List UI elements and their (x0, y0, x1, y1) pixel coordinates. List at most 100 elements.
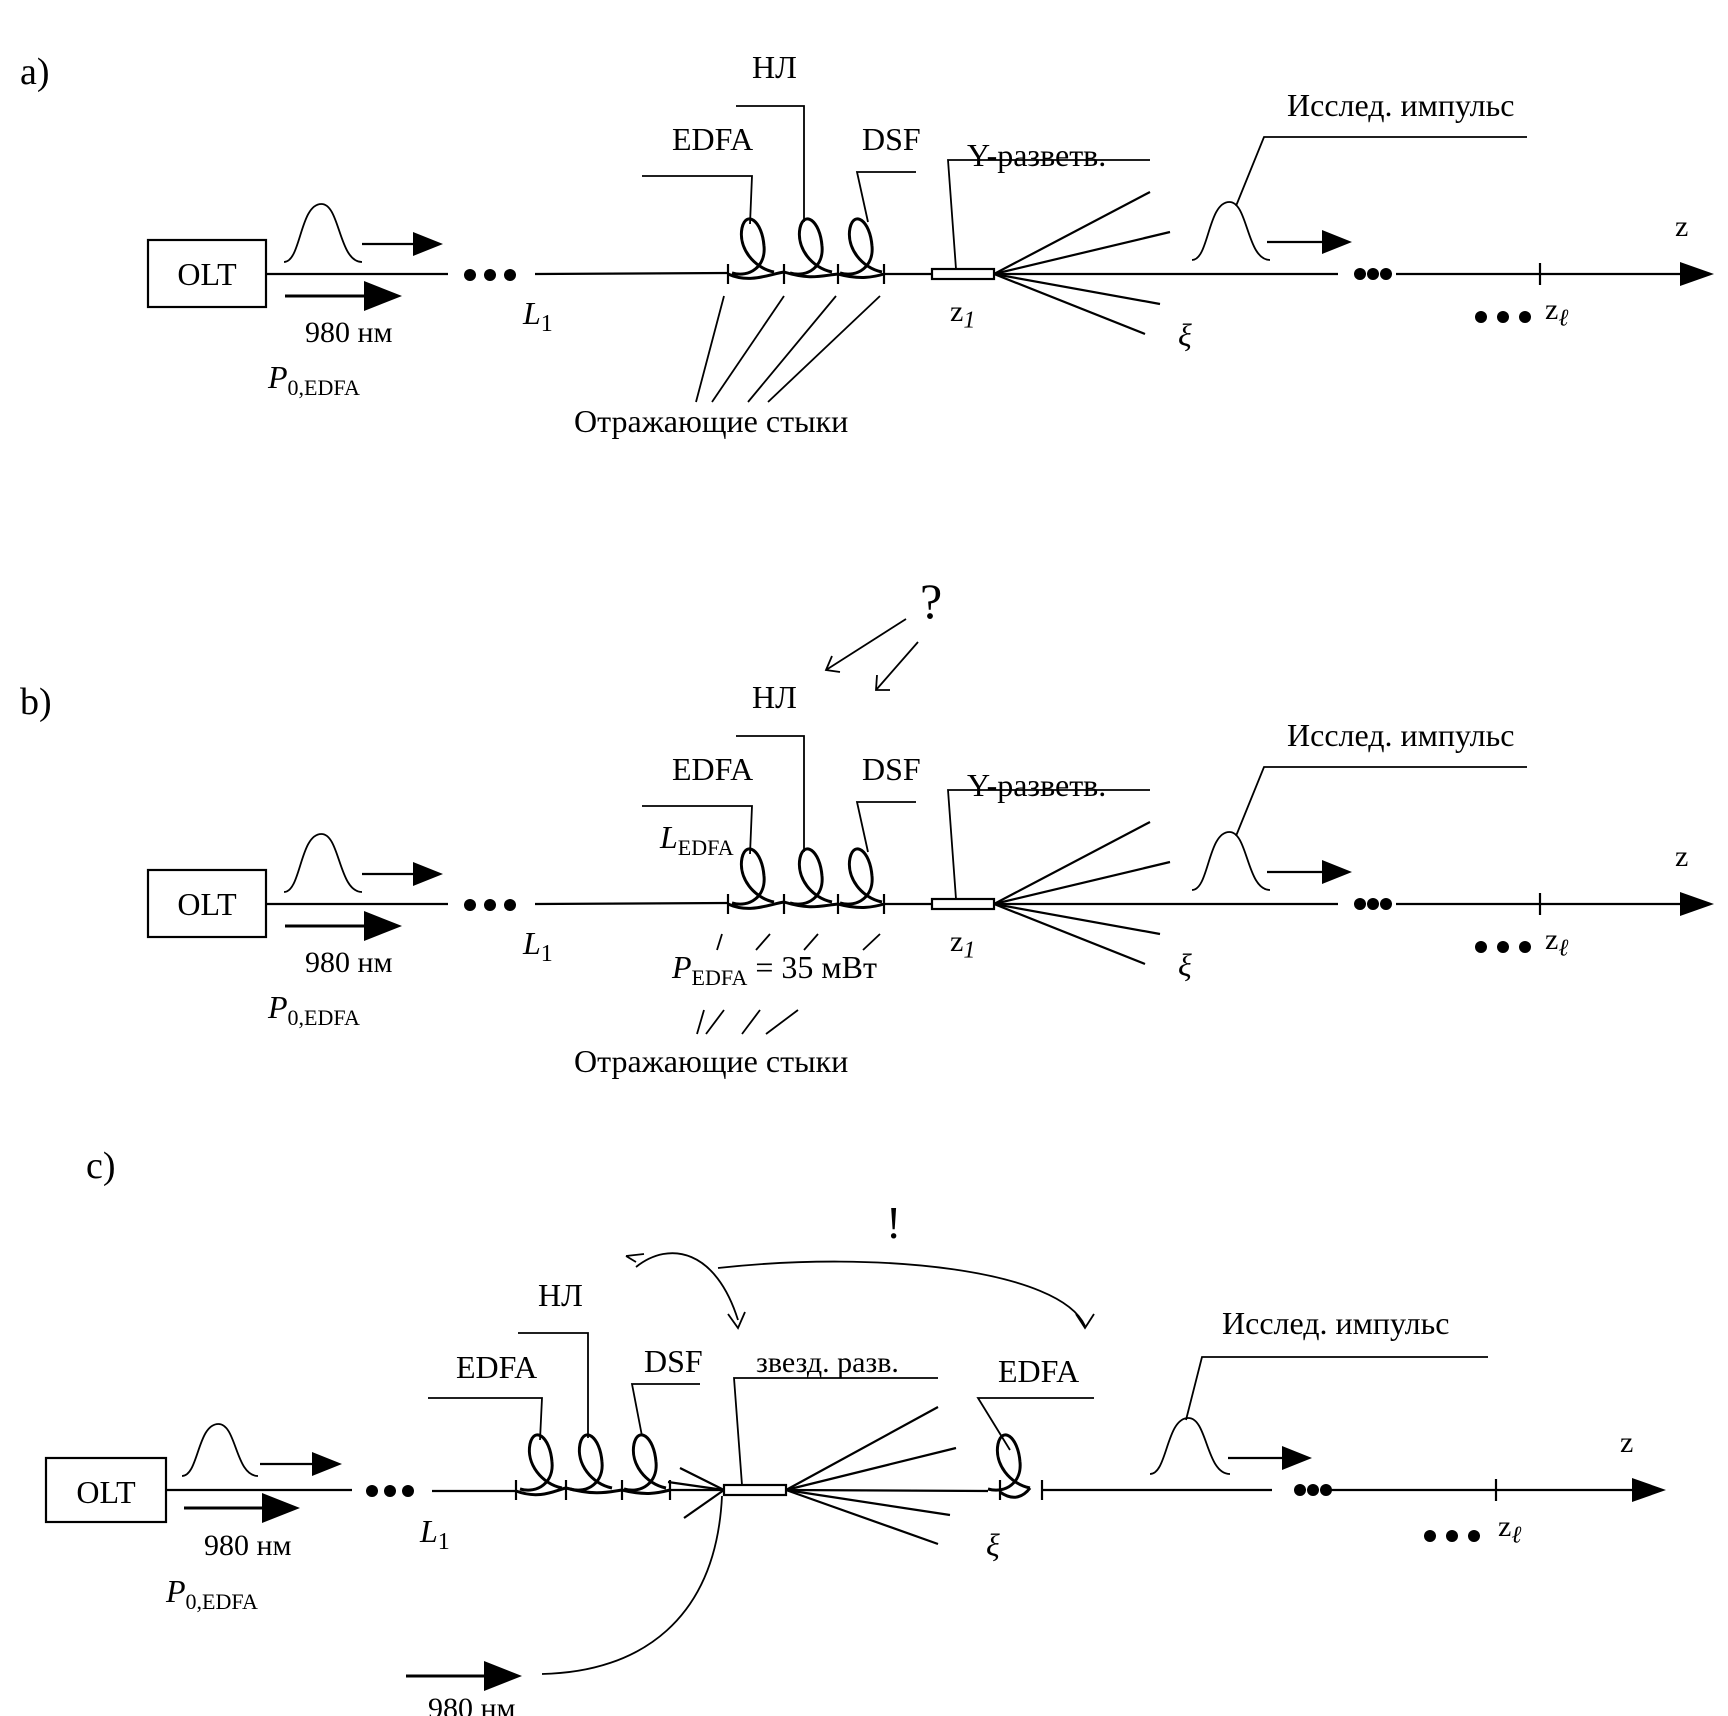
splitter-branch (785, 1406, 939, 1491)
output-ellipsis (1354, 268, 1392, 280)
end-position-label: zℓ (1545, 293, 1568, 332)
question-arrow-2 (875, 641, 919, 691)
span-length-label-main: L (522, 295, 541, 331)
olt-label: OLT (177, 256, 237, 292)
relocation-arrowhead-up (625, 1253, 645, 1263)
splitter-branch (993, 272, 1161, 306)
splitter-input-branch (679, 1467, 725, 1491)
splitter-branch (785, 1488, 951, 1517)
dot (1380, 268, 1392, 280)
amplifier-section (726, 847, 886, 914)
z-axis-arrowhead (1632, 1478, 1666, 1502)
question-mark-label: ? (920, 573, 942, 629)
dot (1307, 1484, 1319, 1496)
arrow-head (364, 281, 402, 311)
joint-pointer-stub (755, 933, 771, 951)
probe-pulse-leader (1185, 1356, 1488, 1421)
hl-label: НЛ (538, 1277, 583, 1313)
question-arrowhead-2 (875, 674, 890, 691)
signal-direction-arrow (362, 232, 443, 256)
dot (1320, 1484, 1332, 1496)
splitter-branch (993, 230, 1171, 276)
pump-power-label-sub: 0,EDFA (288, 375, 360, 400)
splitter-leader (947, 789, 1150, 900)
joint-pointer-stub (716, 933, 723, 951)
olt-block: OLT (146, 238, 268, 309)
edfa-label: EDFA (456, 1349, 537, 1385)
edfa-leader (428, 1397, 543, 1441)
remote-pump-fiber (541, 1495, 723, 1675)
splitter-branch (993, 272, 1146, 336)
input-pulse-icon (283, 203, 363, 263)
edfa-label: EDFA (672, 751, 753, 787)
hl-leader (736, 105, 805, 222)
relocation-arrow-right (717, 1260, 1086, 1327)
relocation-arrows (625, 1252, 1095, 1330)
hl-label: НЛ (752, 49, 797, 85)
coil-fiber (727, 270, 885, 280)
input-pulse-icon (283, 833, 363, 893)
reflective-joints-label: Отражающие стыки (574, 403, 848, 439)
joint-pointer-stub (741, 1009, 761, 1035)
dot (464, 269, 476, 281)
arrow-head (1322, 860, 1352, 884)
exclamation-label: ! (886, 1197, 901, 1248)
dsf-coil-icon (839, 217, 883, 276)
splitter-label: Y-разветв. (967, 137, 1106, 173)
end-position-label-main: z (1498, 1510, 1511, 1543)
hl-leader (518, 1332, 589, 1438)
splitter-branch (993, 821, 1151, 905)
probe-pulse-leader (1235, 766, 1527, 837)
splitter-label: звезд. разв. (756, 1346, 899, 1379)
dot (484, 899, 496, 911)
arrow-head (312, 1452, 342, 1476)
pump-wavelength-label: 980 нм (305, 316, 393, 349)
olt-label: OLT (76, 1474, 136, 1510)
hl-coil-icon (569, 1433, 613, 1492)
remote-edfa-fiber (999, 1487, 1032, 1499)
end-position-label-main: z (1545, 923, 1558, 956)
dot (1367, 898, 1379, 910)
relocation-arrowhead-down (727, 1311, 746, 1330)
remote-edfa-coil-icon (987, 1433, 1031, 1492)
question-arrows (824, 618, 919, 691)
arrow-head (413, 862, 443, 886)
remote-edfa-label: EDFA (998, 1353, 1079, 1389)
remote-pump-wavelength-label: 980 нм (428, 1692, 516, 1716)
dot (1468, 1530, 1480, 1542)
relocation-arrow-left (635, 1252, 739, 1321)
splitter-box (930, 897, 996, 911)
pump-power-label-main: P (267, 359, 288, 395)
dot (1294, 1484, 1306, 1496)
branch-xi-label: ξ (986, 1527, 1000, 1563)
splitter-position-label-main: z (950, 925, 963, 958)
joint-pointer-stub (705, 1009, 725, 1035)
edfa-leader (642, 805, 753, 855)
hl-coil-icon (789, 217, 833, 276)
end-position-label-main: z (1545, 293, 1558, 326)
span-length-label-sub: 1 (541, 311, 553, 337)
feeder-ellipsis (464, 269, 516, 281)
dot (504, 269, 516, 281)
dot (1497, 941, 1509, 953)
pump-power-label: P0,EDFA (267, 359, 360, 400)
probe-pulse-icon (1149, 1417, 1231, 1475)
dot (1367, 268, 1379, 280)
star-splitter: звезд. разв. ξ (667, 1346, 1000, 1563)
edfa-length-label-main: L (659, 819, 678, 855)
dot (1519, 941, 1531, 953)
dsf-label: DSF (862, 121, 921, 157)
z-axis-label: z (1620, 1426, 1633, 1459)
arrow-head (1322, 230, 1352, 254)
joint-pointer-stub (765, 1009, 799, 1035)
dot (504, 899, 516, 911)
edfa-power-label-main: P (671, 949, 692, 985)
span-length-label: L1 (522, 925, 553, 967)
reflective-joints-label: Отражающие стыки (574, 1043, 848, 1079)
coil-fiber (727, 900, 885, 910)
